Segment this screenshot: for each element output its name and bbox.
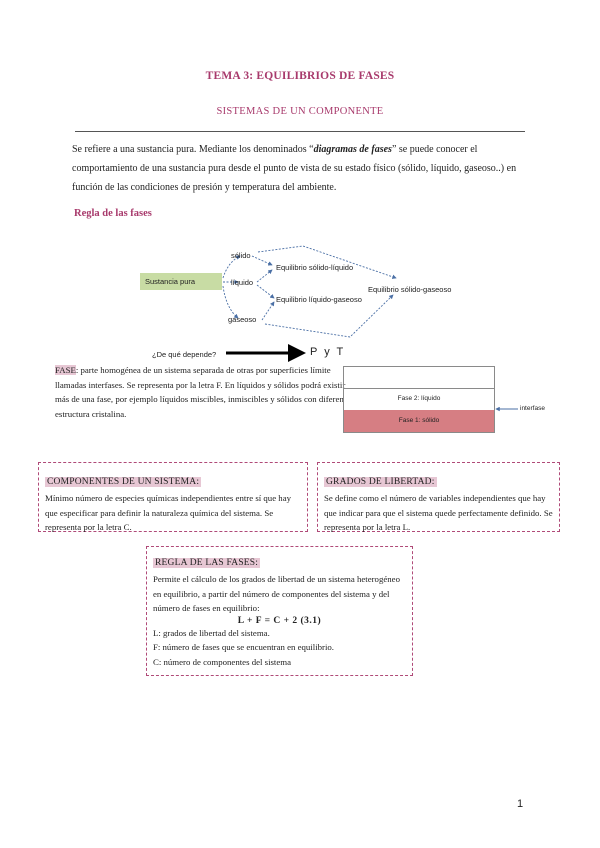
page-title: TEMA 3: EQUILIBRIOS DE FASES	[205, 70, 395, 82]
components-title: COMPONENTES DE UN SISTEMA:	[45, 477, 202, 487]
diagram-eq-solid-gas: Equilibrio sólido-gaseoso	[368, 285, 451, 294]
components-text: Mínimo número de especies químicas indep…	[45, 493, 291, 532]
intro-text-2: ” se puede conocer el comportamiento de …	[72, 144, 517, 193]
components-box: COMPONENTES DE UN SISTEMA: Mínimo número…	[38, 462, 308, 532]
diagram-eq-liquid-gas: Equilibrio líquido-gaseoso	[276, 295, 362, 304]
diagram-answer: P y T	[310, 346, 346, 358]
degrees-text: Se define como el número de variables in…	[324, 493, 553, 532]
beaker-diagram	[343, 366, 495, 433]
phase-rule-box: REGLA DE LAS FASES: Permite el cálculo d…	[146, 546, 413, 676]
phase-rule-def-f: F: número de fases que se encuentran en …	[153, 642, 335, 652]
intro-paragraph: Se refiere a una sustancia pura. Mediant…	[72, 140, 532, 197]
arrow-gas-to-eqlg	[261, 301, 275, 321]
diagram-gas: gaseoso	[228, 315, 256, 324]
divider	[75, 131, 525, 132]
arrow-liquid-to-eqlg	[256, 284, 275, 299]
phase-rule-def-l: L: grados de libertad del sistema.	[153, 627, 270, 638]
arrow-solid-to-eqsg	[257, 245, 397, 279]
page-subtitle: SISTEMAS DE UN COMPONENTE	[216, 106, 384, 117]
beaker-interface-label: interfase	[520, 405, 545, 412]
diagram-liquid: líquido	[231, 278, 253, 287]
diagram-eq-solid-liquid: Equilibrio sólido-líquido	[276, 263, 353, 272]
intro-emphasis: diagramas de fases	[313, 144, 392, 155]
fase-definition: FASE: parte homogénea de un sistema sepa…	[55, 363, 355, 421]
page-number: 1	[517, 798, 524, 810]
diagram-substance-box: Sustancia pura	[140, 273, 222, 290]
section-heading: Regla de las fases	[74, 208, 152, 219]
arrow-to-solid	[222, 255, 241, 279]
diagram-question: ¿De qué depende?	[152, 350, 217, 359]
fase-text: : parte homogénea de un sistema separada…	[55, 365, 351, 419]
phase-rule-formula: L + F = C + 2 (3.1)	[237, 615, 322, 626]
degrees-title: GRADOS DE LIBERTAD:	[324, 477, 437, 487]
phase-rule-text: Permite el cálculo de los grados de libe…	[153, 574, 400, 613]
diagram-solid: sólido	[231, 251, 251, 260]
arrow-to-gas	[222, 285, 239, 319]
fase-term: FASE	[55, 365, 76, 375]
arrow-solid-to-eqsl	[251, 255, 273, 266]
degrees-box: GRADOS DE LIBERTAD: Se define como el nú…	[317, 462, 560, 532]
phase-rule-def-c: C: número de componentes del sistema	[153, 656, 292, 667]
arrow-gas-to-eqsg	[264, 294, 394, 338]
phase-rule-title: REGLA DE LAS FASES:	[153, 558, 261, 568]
intro-text-1: Se refiere a una sustancia pura. Mediant…	[72, 144, 314, 155]
beaker-phase2: Fase 2: líquido	[344, 388, 494, 410]
beaker-phase1: Fase 1: sólido	[344, 410, 494, 432]
